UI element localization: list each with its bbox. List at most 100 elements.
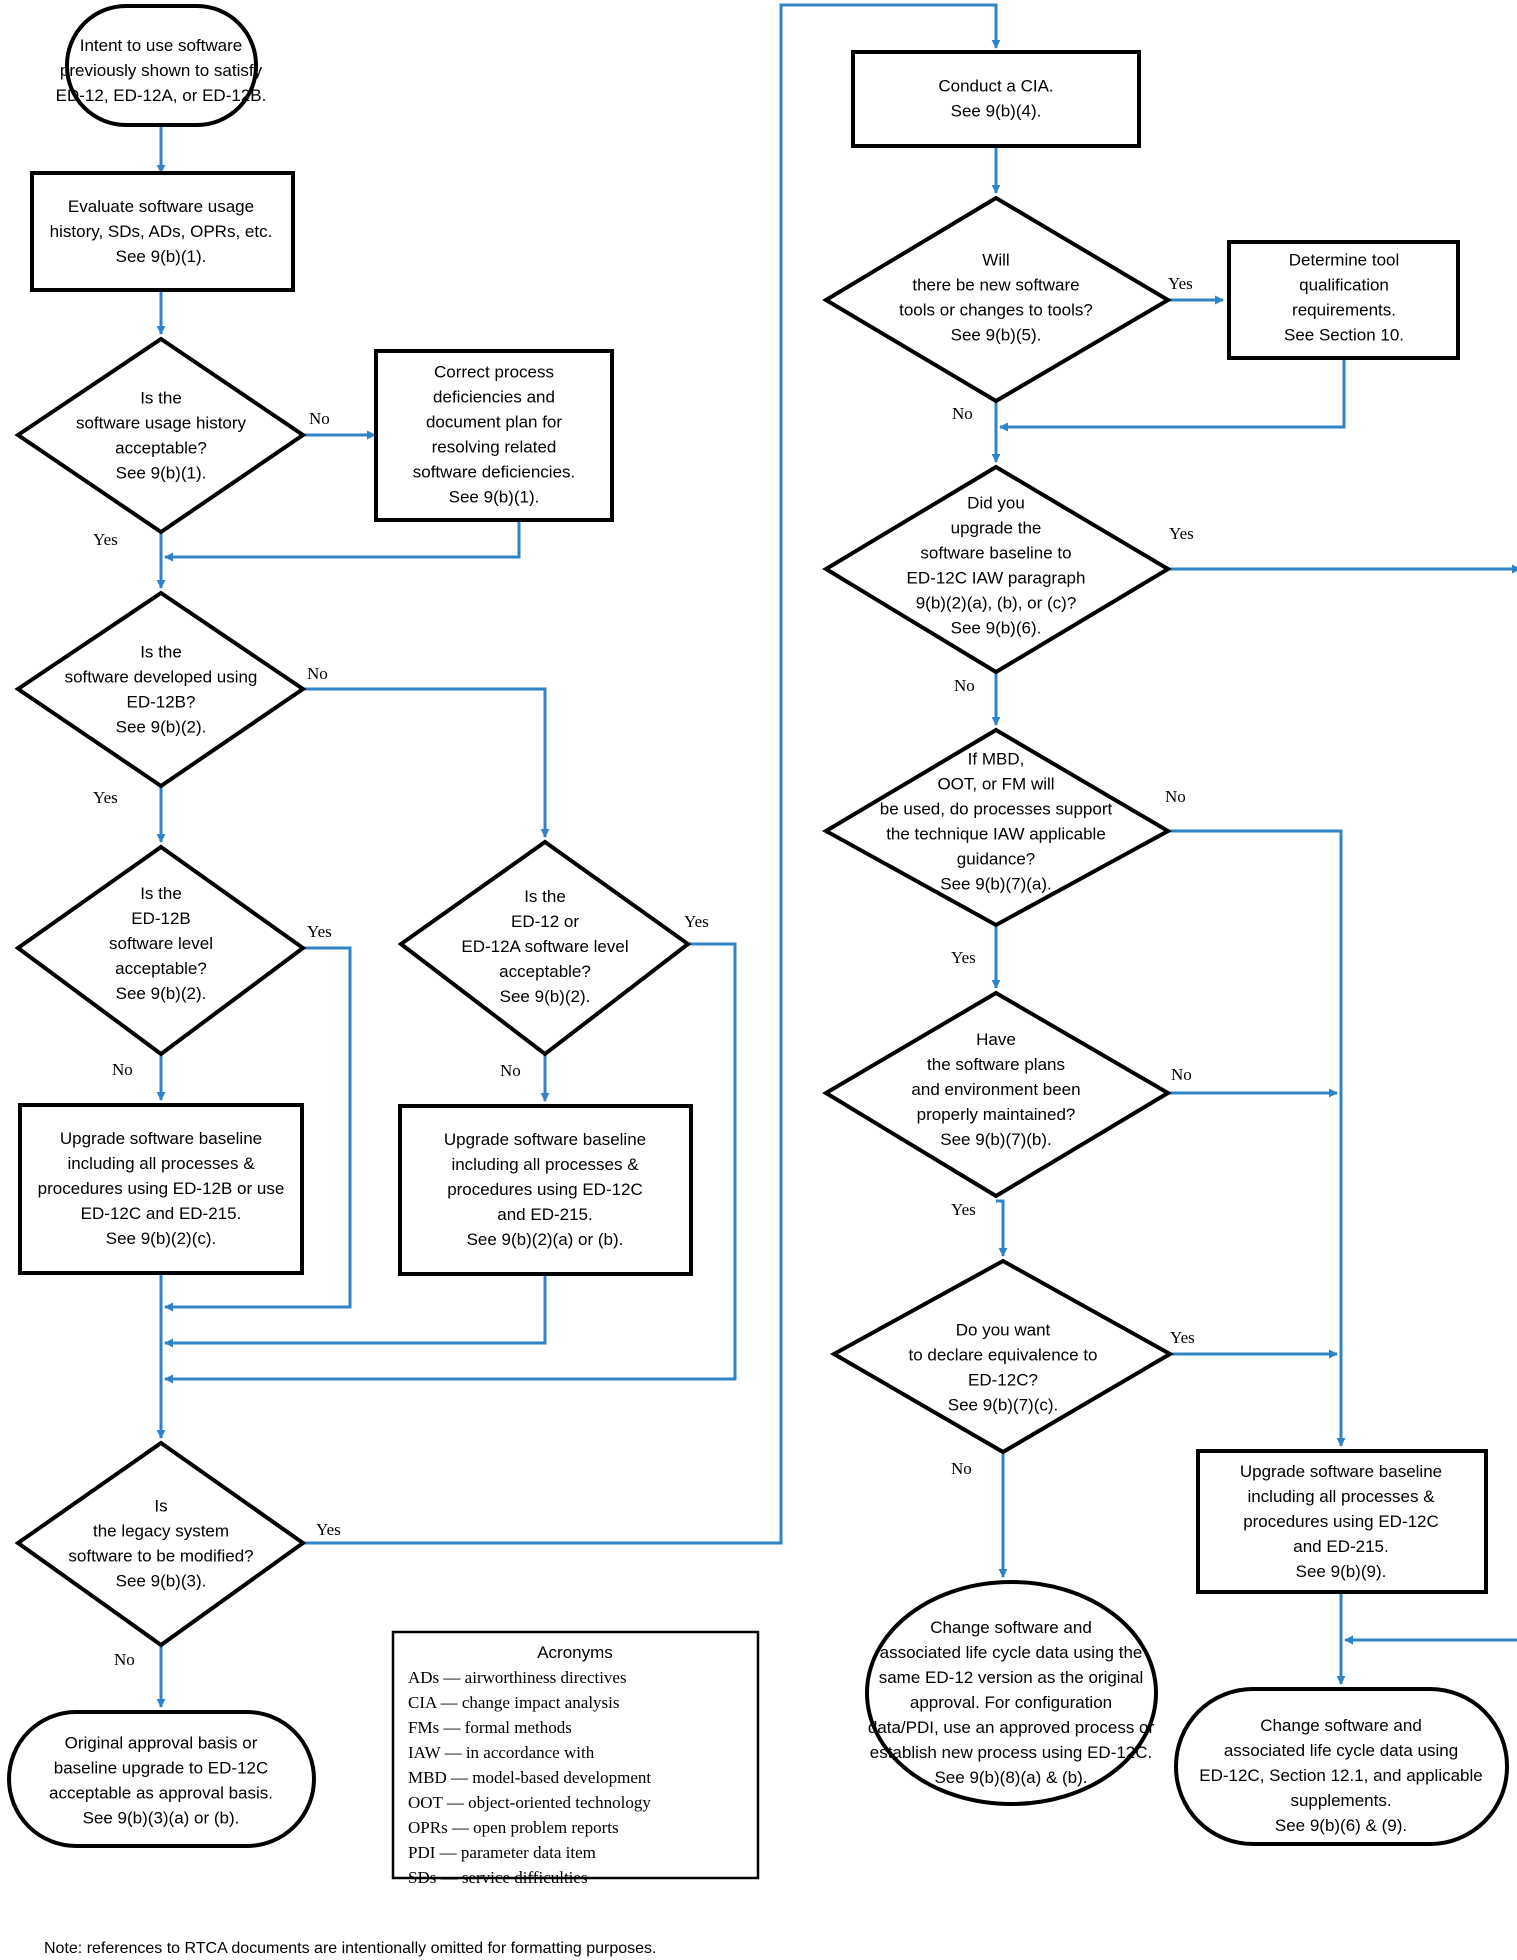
upgrade-12b-line: See 9(b)(2)(c). <box>106 1229 217 1248</box>
edge-label-upgraded-yes: Yes <box>1169 524 1194 543</box>
upgraded-line: upgrade the <box>951 519 1042 538</box>
upgrade12c-right-box <box>1196 1449 1488 1594</box>
acronym-item: OOT — object-oriented technology <box>408 1793 651 1812</box>
acronym-item: SDs — service difficulties <box>408 1868 588 1887</box>
change-same-line: same ED-12 version as the original <box>879 1668 1144 1687</box>
tool-qual-line: requirements. <box>1292 301 1396 320</box>
upgrade-12b-line: procedures using ED-12B or use <box>38 1179 285 1198</box>
modified-line: Is <box>154 1497 167 1516</box>
connector-plans-yes <box>996 1199 1008 1257</box>
history-ok-line: Is the <box>140 389 182 408</box>
edge-label-modified-no: No <box>114 1650 135 1669</box>
edge-label-dev-no: No <box>307 664 328 683</box>
upgraded-line: Did you <box>967 494 1025 513</box>
upgrade-12c-right-line: procedures using ED-12C <box>1243 1512 1439 1531</box>
connector-correct-return <box>164 520 521 562</box>
tools-decision <box>822 195 1172 404</box>
edge-label-tools-yes: Yes <box>1168 274 1193 293</box>
evaluate-line: history, SDs, ADs, OPRs, etc. <box>50 222 273 241</box>
change-same-line: data/PDI, use an approved process or <box>868 1718 1155 1737</box>
correct-line: software deficiencies. <box>413 463 576 482</box>
original-label: Original approval basis or baseline upgra… <box>49 1734 273 1828</box>
connector-level12b-yes <box>164 946 352 1312</box>
mbd-line: OOT, or FM will <box>937 775 1054 794</box>
upgrade-12c-left-line: See 9(b)(2)(a) or (b). <box>467 1230 624 1249</box>
mbd-line: be used, do processes support <box>880 800 1113 819</box>
level12a-decision <box>397 839 692 1057</box>
edge-label-dev-yes: Yes <box>93 788 118 807</box>
original-line: baseline upgrade to ED-12C <box>54 1759 269 1778</box>
evaluate-line: See 9(b)(1). <box>116 247 207 266</box>
connector-modified-yes <box>303 3 1001 1545</box>
modified-line: See 9(b)(3). <box>116 1572 207 1591</box>
upgrade-12c-right-line: Upgrade software baseline <box>1240 1462 1442 1481</box>
change12c-terminator <box>1174 1687 1509 1846</box>
dev-12b-line: software developed using <box>65 668 258 687</box>
correct-line: document plan for <box>426 413 562 432</box>
upgrade-12b-line: Upgrade software baseline <box>60 1129 262 1148</box>
mbd-line: If MBD, <box>968 750 1025 769</box>
cia-line: See 9(b)(4). <box>951 102 1042 121</box>
upgraded-line: ED-12C IAW paragraph <box>907 569 1086 588</box>
acronym-item: ADs — airworthiness directives <box>408 1668 627 1687</box>
edge-label-level12b-yes: Yes <box>307 922 332 941</box>
upgrade-12c-right-line: and ED-215. <box>1293 1537 1388 1556</box>
correct-box <box>374 349 614 522</box>
correct-line: See 9(b)(1). <box>449 488 540 507</box>
correct-line: resolving related <box>432 438 557 457</box>
original-terminator <box>7 1710 316 1848</box>
upgrade12b-box <box>18 1103 304 1275</box>
mbd-line: See 9(b)(7)(a). <box>940 875 1051 894</box>
upgraded-line: See 9(b)(6). <box>951 619 1042 638</box>
equiv-line: See 9(b)(7)(c). <box>948 1396 1059 1415</box>
original-line: Original approval basis or <box>65 1734 258 1753</box>
mbd-decision <box>821 727 1173 928</box>
start-terminator <box>65 4 258 127</box>
acronyms-box <box>391 1630 760 1880</box>
mbd-line: guidance? <box>957 850 1035 869</box>
acronym-item: OPRs — open problem reports <box>408 1818 619 1837</box>
level-12b-line: software level <box>109 934 213 953</box>
tools-line: See 9(b)(5). <box>951 326 1042 345</box>
dev12b-decision <box>14 590 307 789</box>
level12b-decision <box>14 844 307 1057</box>
level-12b-line: ED-12B <box>131 909 191 928</box>
connector-dev-no <box>303 687 550 838</box>
level-12a-line: Is the <box>524 887 566 906</box>
acronym-item: PDI — parameter data item <box>408 1843 596 1862</box>
change-same-terminator <box>865 1580 1158 1806</box>
tools-line: Will <box>982 251 1009 270</box>
edge-labels: No Yes No Yes Yes No Yes No Yes No Yes N… <box>93 274 1195 1669</box>
change-12c-line: Change software and <box>1260 1716 1422 1735</box>
history-decision <box>14 336 307 535</box>
level-12b-line: Is the <box>140 884 182 903</box>
upgraded-line: 9(b)(2)(a), (b), or (c)? <box>916 594 1077 613</box>
change-same-line: See 9(b)(8)(a) & (b). <box>934 1768 1087 1787</box>
plans-line: and environment been <box>911 1080 1080 1099</box>
change-same-line: associated life cycle data using the <box>880 1643 1143 1662</box>
level-12b-line: acceptable? <box>115 959 207 978</box>
upgraded-line: software baseline to <box>920 544 1071 563</box>
upgrade-12c-left-line: and ED-215. <box>497 1205 592 1224</box>
upgrade-12c-right-line: See 9(b)(9). <box>1296 1562 1387 1581</box>
tool-qual-line: qualification <box>1299 276 1389 295</box>
modified-decision <box>14 1440 307 1648</box>
history-ok-line: software usage history <box>76 414 247 433</box>
change-12c-line: supplements. <box>1290 1791 1391 1810</box>
edge-label-mbd-yes: Yes <box>951 948 976 967</box>
change-12c-line: See 9(b)(6) & (9). <box>1275 1816 1407 1835</box>
edge-label-mbd-no: No <box>1165 787 1186 806</box>
start-line: previously shown to satisfy <box>60 61 263 80</box>
acronyms-title: Acronyms <box>537 1643 613 1662</box>
edge-label-equiv-no: No <box>951 1459 972 1478</box>
change-same-line: establish new process using ED-12C. <box>870 1743 1153 1762</box>
